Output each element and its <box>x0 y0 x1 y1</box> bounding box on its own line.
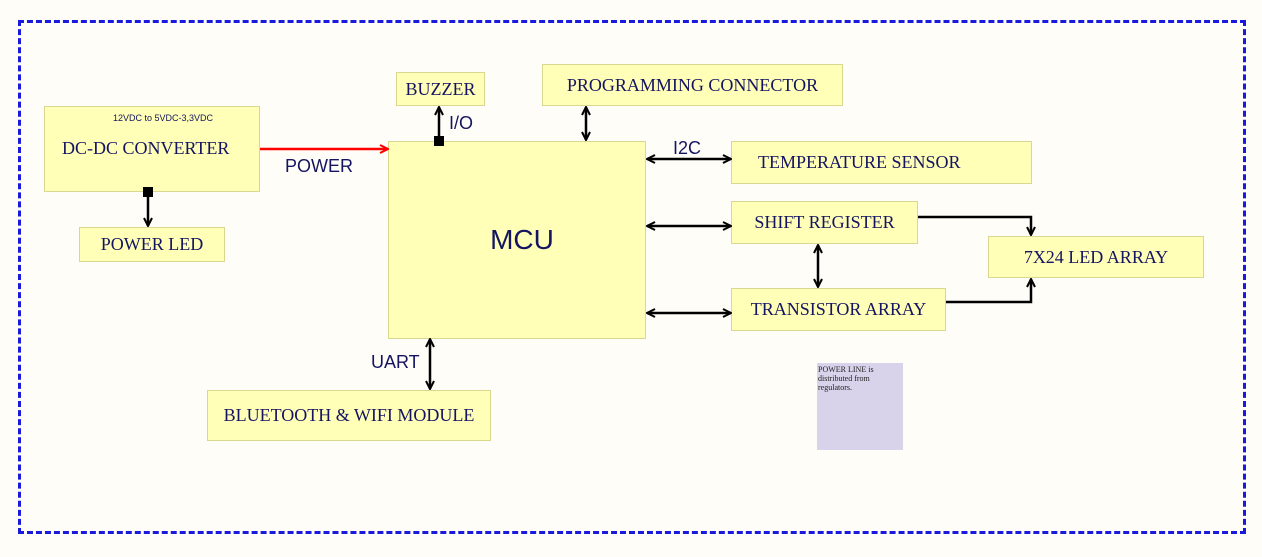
programming-connector-block: PROGRAMMING CONNECTOR <box>542 64 843 106</box>
dcdc-converter-title: DC-DC CONVERTER <box>62 138 230 158</box>
mcu-block: MCU <box>388 141 646 339</box>
mcu-io-terminal <box>434 136 444 146</box>
dcdc-converter-subtitle: 12VDC to 5VDC-3,3VDC <box>113 113 214 123</box>
io-label: I/O <box>449 113 474 133</box>
i2c-label: I2C <box>673 138 702 158</box>
power-line-note: POWER LINE is distributed from regulator… <box>817 363 903 450</box>
transistor-array-block: TRANSISTOR ARRAY <box>731 288 946 331</box>
temperature-sensor-block: TEMPERATURE SENSOR <box>731 141 1032 184</box>
dcdc-terminal <box>143 187 153 197</box>
uart-label: UART <box>371 352 420 372</box>
diagram-border <box>18 20 1246 534</box>
power-led-block: POWER LED <box>79 227 225 262</box>
shift-led-wire <box>918 215 1031 235</box>
bluetooth-wifi-module-block: BLUETOOTH & WIFI MODULE <box>207 390 491 441</box>
led-array-block: 7X24 LED ARRAY <box>988 236 1204 278</box>
shift-register-block: SHIFT REGISTER <box>731 201 918 244</box>
transistor-led-wire <box>946 279 1031 304</box>
buzzer-block: BUZZER <box>396 72 485 106</box>
power-label: POWER <box>285 156 354 176</box>
